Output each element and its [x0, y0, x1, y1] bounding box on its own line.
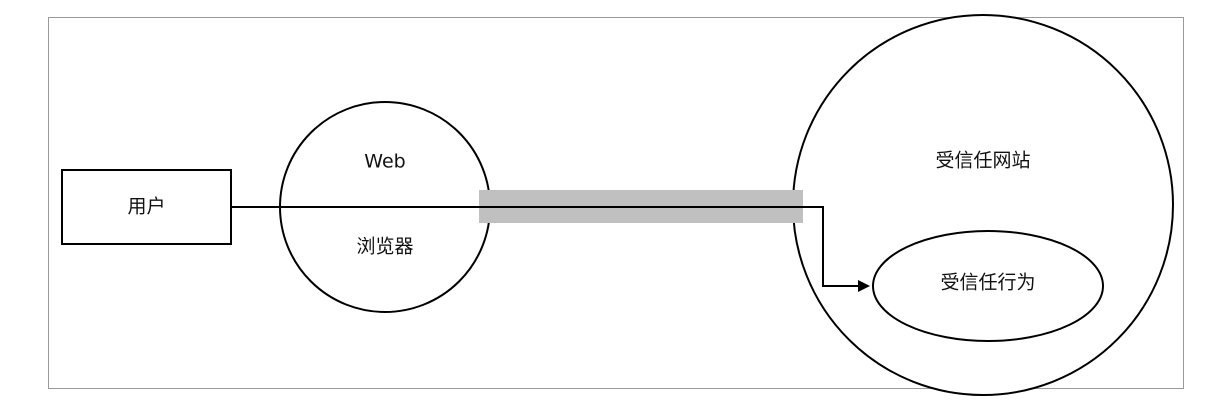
- behavior-arrow: [820, 206, 870, 292]
- user-box: [61, 169, 232, 245]
- outer-frame: [48, 17, 1184, 389]
- trusted-behavior-label: 受信任行为: [940, 272, 1035, 294]
- trusted-site-label: 受信任网站: [935, 150, 1030, 172]
- user-label: 用户: [127, 196, 165, 218]
- trusted-behavior-ellipse: [872, 230, 1104, 342]
- browser-label-web: Web: [364, 151, 405, 173]
- browser-label-name: 浏览器: [356, 236, 413, 258]
